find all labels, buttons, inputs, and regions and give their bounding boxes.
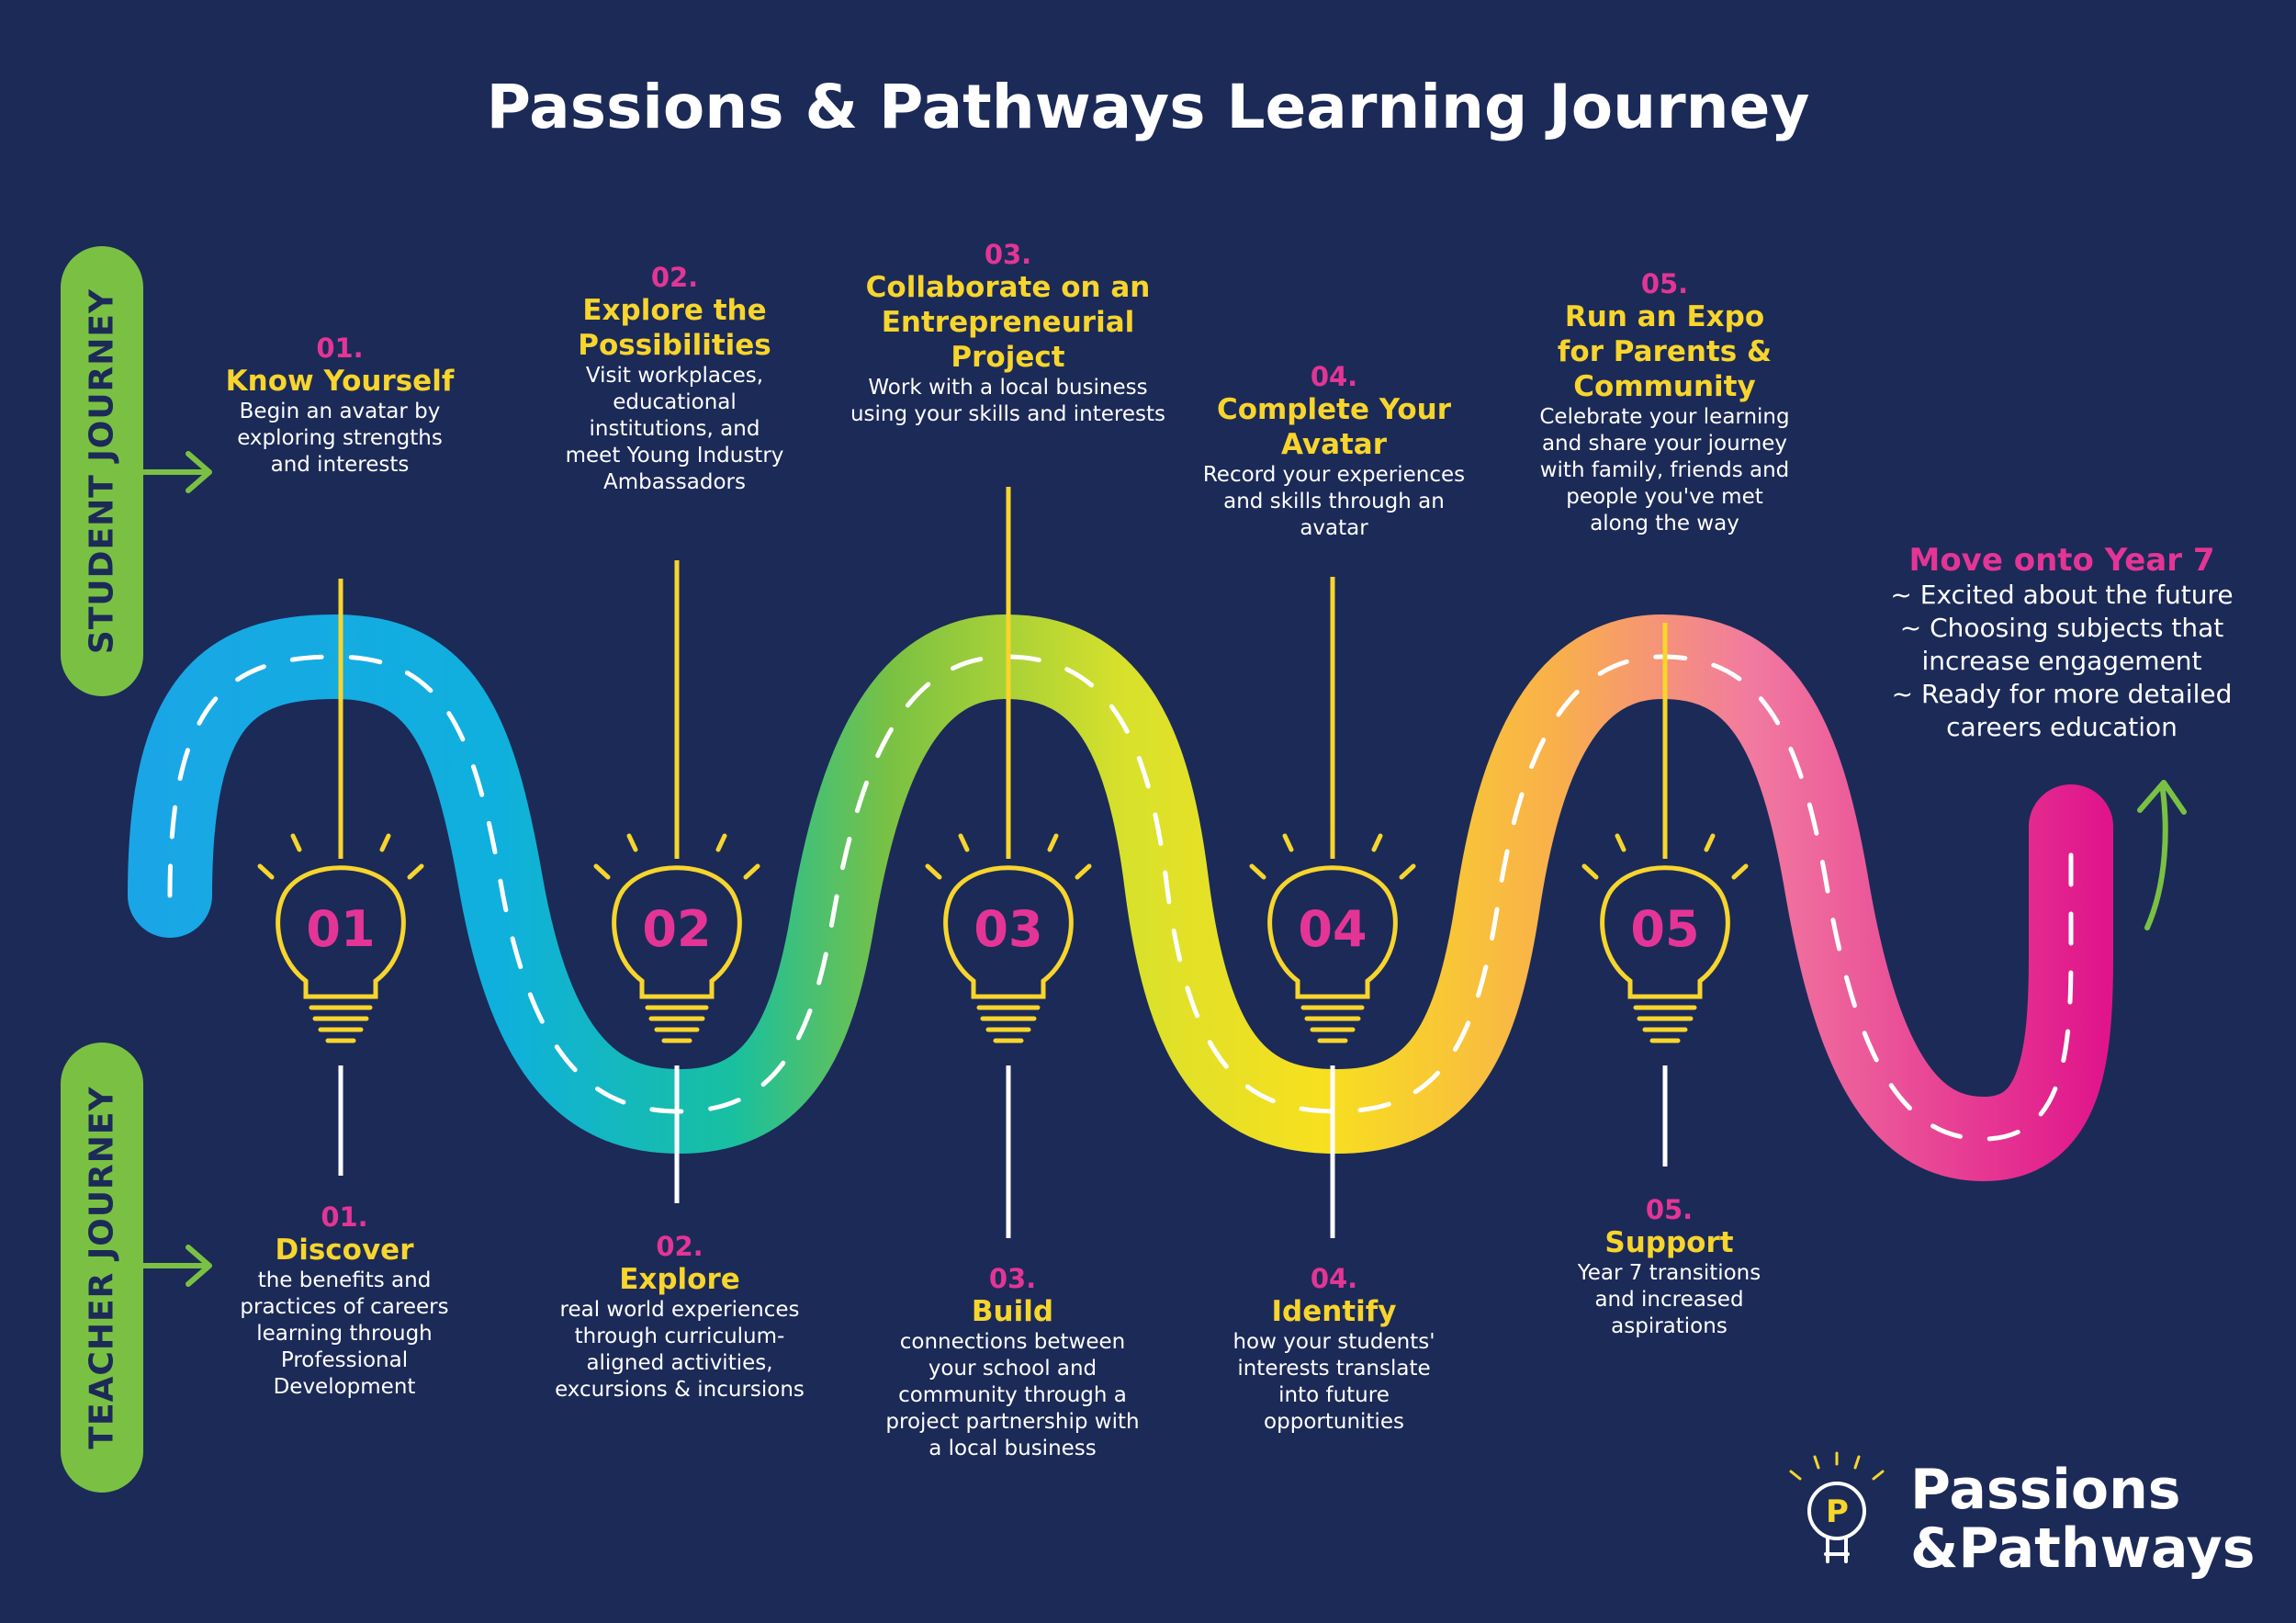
step-description: the benefits and practices of careers le… [240,1268,449,1399]
teacher-arrow-icon [140,1245,212,1287]
student-step-1: 01. Know Yourself Begin an avatar by exp… [216,332,464,479]
step-description: real world experiences through curriculu… [555,1298,805,1402]
teacher-step-3: 03. Build connections between your schoo… [882,1263,1143,1462]
step-number: 05. [1640,268,1689,299]
year7-line: ~ Ready for more detailed [1891,679,2233,709]
student-step-3: 03. Collaborate on an Entrepreneurial Pr… [850,239,1166,428]
year7-outcome: Move onto Year 7 ~ Excited about the fut… [1874,542,2250,744]
bulb-number-3: 03 [974,900,1043,958]
step-description: Year 7 transitions and increased aspirat… [1577,1261,1761,1338]
teacher-step-1: 01. Discover the benefits and practices … [220,1201,468,1401]
logo-line-2: &Pathways [1910,1516,2256,1581]
step-heading: Explore the Possibilities [578,294,771,362]
logo-line-1: Passions [1910,1458,2181,1522]
teacher-journey-label: TEACHER JOURNEY [61,1043,143,1493]
step-heading: Collaborate on an Entrepreneurial Projec… [865,271,1151,374]
student-journey-label: STUDENT JOURNEY [61,246,143,696]
step-number: 03. [988,1263,1037,1294]
lightbulb-icon [1581,826,1749,1043]
road-band [128,614,2113,1181]
step-heading: Identify [1271,1295,1397,1328]
step-heading: Explore [619,1263,740,1296]
year7-line: increase engagement [1921,646,2202,676]
step-heading: Build [971,1295,1054,1328]
step-number: 02. [656,1231,703,1262]
year7-line: ~ Choosing subjects that [1899,613,2224,643]
year7-heading: Move onto Year 7 [1908,542,2215,579]
bulb-number-5: 05 [1630,900,1700,958]
brand-logo: Passions &Pathways [1910,1460,2255,1578]
step-number: 04. [1310,1263,1358,1294]
lightbulb-icon [257,826,424,1043]
step-description: Record your experiences and skills throu… [1202,463,1466,540]
lightbulb-icon [593,826,760,1043]
step-description: Visit workplaces, educational institutio… [565,364,784,494]
step-description: how your students' interests translate i… [1232,1330,1435,1434]
teacher-step-5: 05. Support Year 7 transitions and incre… [1561,1194,1777,1340]
svg-text:P: P [1826,1493,1849,1530]
teacher-step-2: 02. Explore real world experiences throu… [551,1231,808,1403]
road-center-dashes [167,654,2074,1142]
year7-line: ~ Excited about the future [1890,580,2234,610]
student-journey-text: STUDENT JOURNEY [83,287,121,655]
student-step-2: 02. Explore the Possibilities Visit work… [562,262,787,496]
step-heading: Discover [275,1234,414,1267]
teacher-step-4: 04. Identify how your students' interest… [1217,1263,1451,1436]
step-number: 01. [316,332,364,364]
step-heading: Complete Your Avatar [1216,393,1452,461]
lightbulb-icon [925,826,1092,1043]
step-description: Begin an avatar by exploring strengths a… [237,400,443,477]
logo-bulb-icon: P [1789,1451,1885,1563]
step-number: 05. [1645,1194,1694,1225]
bulb-icons [257,826,1749,1043]
step-description: Celebrate your learning and share your j… [1539,405,1790,535]
step-number: 01. [321,1201,368,1233]
step-heading: Know Yourself [225,365,455,398]
teacher-journey-text: TEACHER JOURNEY [83,1086,121,1449]
step-description: Work with a local business using your sk… [850,376,1166,426]
bulb-number-1: 01 [306,900,376,958]
year7-line: careers education [1946,712,2178,742]
bulb-number-2: 02 [642,900,712,958]
year7-arrow-icon [2137,780,2187,930]
student-arrow-icon [140,451,212,493]
step-heading: Run an Expo for Parents & Community [1557,300,1773,403]
step-number: 03. [984,239,1032,270]
page-title: Passions & Pathways Learning Journey [486,72,1810,142]
connector-lines [338,487,1668,1238]
bulb-number-4: 04 [1298,900,1367,958]
student-step-4: 04. Complete Your Avatar Record your exp… [1194,361,1474,542]
lightbulb-icon [1249,826,1416,1043]
student-step-5: 05. Run an Expo for Parents & Community … [1538,268,1791,537]
step-number: 04. [1310,361,1358,392]
step-description: connections between your school and comm… [885,1330,1140,1460]
step-heading: Support [1604,1226,1734,1259]
step-number: 02. [650,262,699,293]
